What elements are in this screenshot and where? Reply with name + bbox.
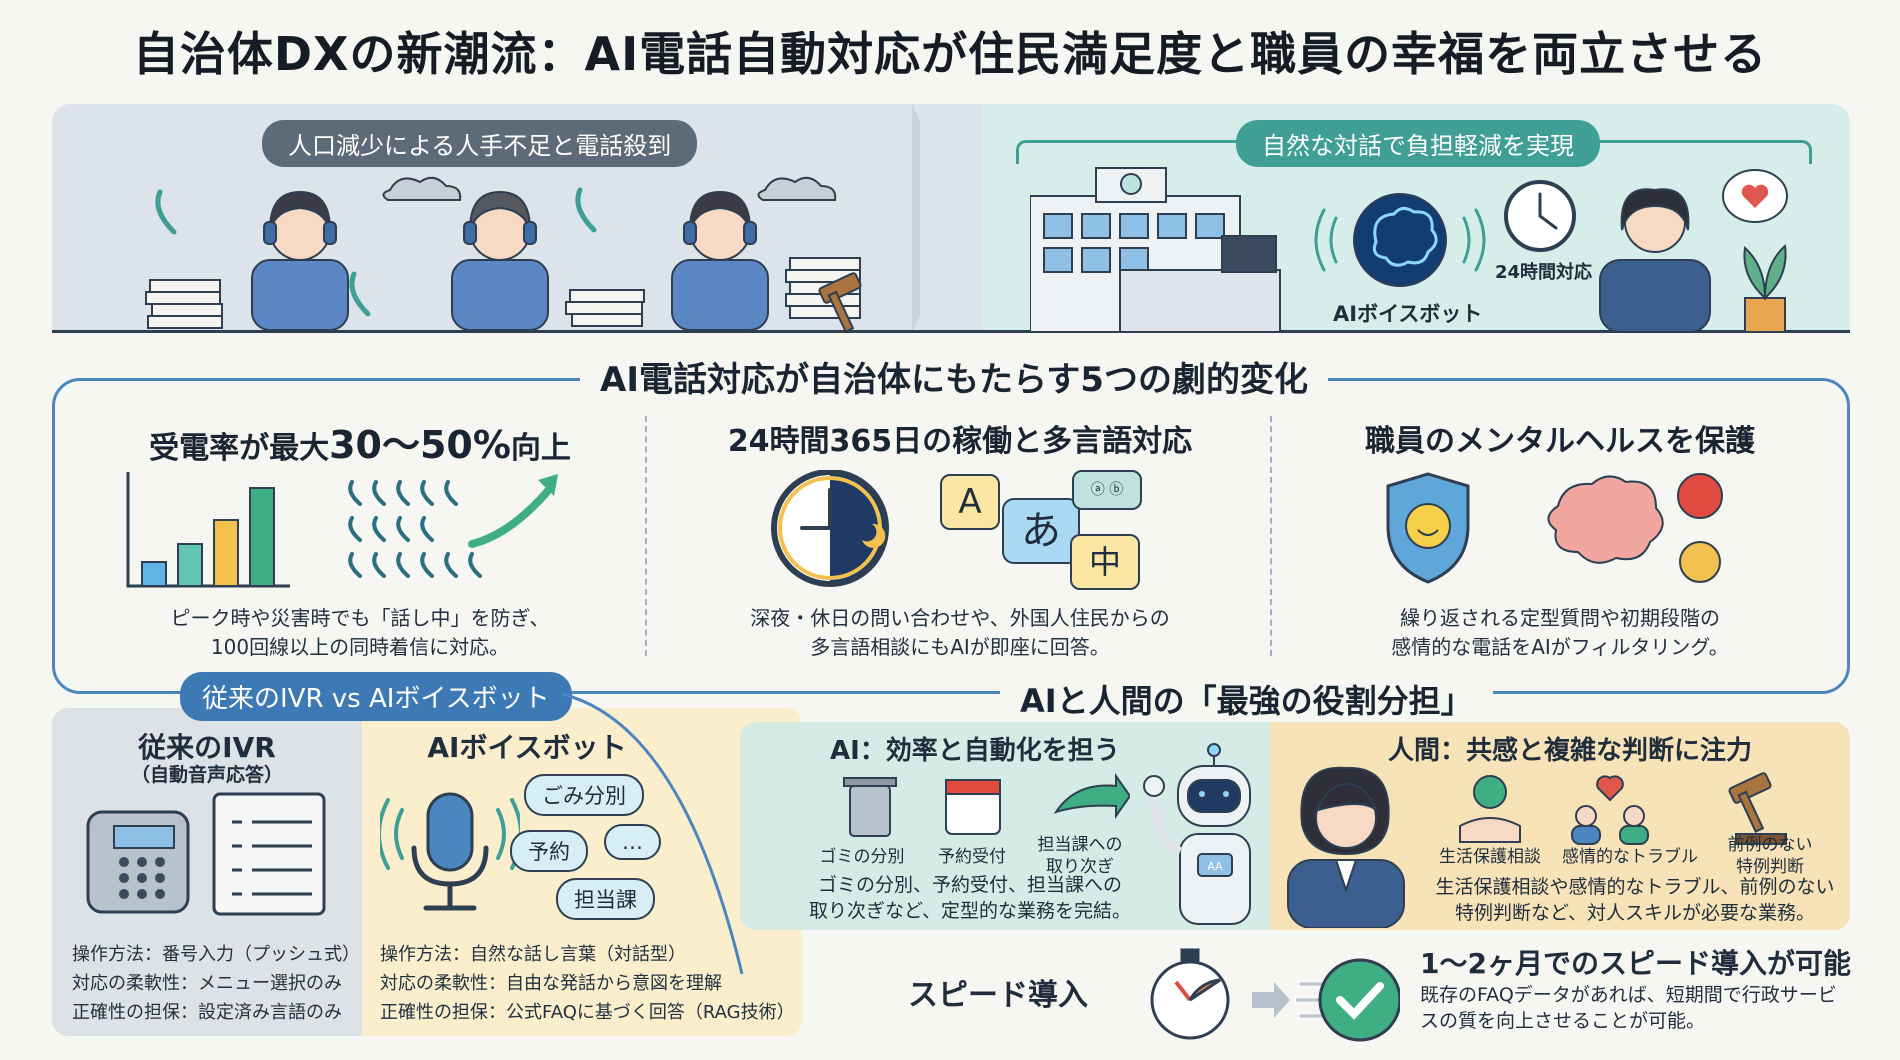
hours-caption: 24時間対応: [1495, 262, 1593, 283]
voicebot-attributes: 操作方法：自然な話し言葉（対話型） 対応の柔軟性：自由な発話から意図を理解 正確…: [380, 940, 795, 1027]
bubble-ellipsis: …: [604, 824, 661, 860]
answer-rate-value: 30～50%: [329, 423, 511, 467]
mental-health-desc-2: 感情的な電話をAIがフィルタリング。: [1391, 635, 1729, 659]
bar-1: [141, 561, 167, 587]
page-title: 自治体DXの新潮流：AI電話自動対応が住民満足度と職員の幸福を両立させる: [132, 27, 1768, 81]
clock-icon: [771, 470, 889, 587]
answer-rate-desc-1: ピーク時や災害時でも「話し中」を防ぎ、: [170, 606, 550, 630]
phone-icons: [348, 480, 482, 578]
menu-list-icon: [212, 792, 326, 916]
bubble-department: 担当課: [556, 878, 655, 920]
human-task-icons: [1459, 772, 1787, 845]
banner-arrow: [920, 104, 976, 332]
ai-task-icons: [843, 772, 1130, 837]
speed-label: スピード導入: [908, 978, 1088, 1013]
human-task-exception-2: 特例判断: [1736, 857, 1804, 877]
ivr-attributes: 操作方法：番号入力（プッシュ式） 対応の柔軟性：メニュー選択のみ 正確性の担保：…: [72, 940, 360, 1027]
robot-badge: AA: [1207, 860, 1223, 873]
ai-task-transfer-1: 担当課への: [1037, 835, 1123, 855]
transfer-arrow-icon: [1053, 772, 1130, 820]
24h-desc-2: 多言語相談にもAIが即座に回答。: [810, 635, 1110, 659]
shield-brain-graphic: [1386, 472, 1723, 584]
human-task-trouble: 感情的なトラブル: [1562, 847, 1698, 867]
human-role-desc-1: 生活保護相談や感情的なトラブル、前例のない: [1435, 876, 1835, 898]
trash-icon: [849, 785, 891, 837]
ai-role-title: AI：効率と自動化を担う: [830, 736, 1120, 766]
bubble-hiragana: あ: [1002, 498, 1080, 564]
upset-face-icon: [1679, 541, 1721, 583]
ivr-attr-operation: 操作方法：番号入力（プッシュ式）: [72, 944, 360, 965]
flow-connector: [561, 692, 744, 975]
change-title-mental-health: 職員のメンタルヘルスを保護: [1365, 424, 1755, 459]
speed-desc-1: 既存のFAQデータがあれば、短期間で行政サービ: [1420, 984, 1837, 1006]
bubble-korean-icon: ⓐ ⓑ: [1072, 470, 1142, 510]
ai-task-reservation: 予約受付: [938, 847, 1006, 867]
speed-icons: [1150, 948, 1400, 1042]
human-role-title: 人間：共感と複雑な判断に注力: [1388, 736, 1753, 766]
ai-task-transfer-2: 取り次ぎ: [1046, 857, 1114, 877]
column-divider-2: [1270, 416, 1272, 656]
human-task-welfare: 生活保護相談: [1439, 847, 1541, 867]
ai-role-desc-2: 取り次ぎなど、定型的な業務を完結。: [808, 900, 1132, 922]
change-title-24h: 24時間365日の稼働と多言語対応: [727, 424, 1193, 459]
stressed-staff-illustration: [145, 176, 862, 330]
human-staff-icon: [1287, 766, 1405, 928]
arrow-right-icon: [1252, 982, 1290, 1018]
solution-label: 自然な対話で負担軽減を実現: [1236, 120, 1600, 167]
bubble-kanji: 中: [1070, 534, 1140, 590]
bot-attr-operation: 操作方法：自然な話し言葉（対話型）: [380, 944, 686, 965]
roles-title: AIと人間の「最強の役割分担」: [1000, 676, 1493, 722]
answer-rate-desc-2: 100回線以上の同時着信に対応。: [210, 635, 510, 659]
mental-health-desc-1: 繰り返される定型質問や初期段階の: [1400, 606, 1720, 630]
ai-role-desc-1: ゴミの分別、予約受付、担当課への: [817, 874, 1122, 896]
heart-icon: [1596, 775, 1624, 802]
human-role-desc-2: 特例判断など、対人スキルが必要な業務。: [1454, 902, 1816, 924]
ai-task-garbage: ゴミの分別: [819, 847, 905, 867]
ivr-subtitle: （自動音声応答）: [130, 764, 283, 786]
voicebot-panel: [362, 708, 802, 1036]
checkmark-icon: [1318, 958, 1400, 1042]
bot-attr-flexibility: 対応の柔軟性：自由な発話から意図を理解: [380, 973, 722, 994]
bubble-reservation: 予約: [510, 830, 588, 872]
angry-face-icon: [1677, 473, 1723, 519]
robot-icon: AA: [1143, 743, 1251, 925]
voicebot-title: AIボイスボット: [427, 731, 627, 764]
compare-title: 従来のIVR vs AIボイスボット: [180, 672, 572, 721]
money-icon: [1473, 775, 1507, 809]
change-title-answer-rate: 受電率が最大30～50%向上: [100, 414, 620, 469]
five-changes-title: AI電話対応が自治体にもたらす5つの劇的変化: [580, 352, 1328, 401]
speed-headline: 1～2ヶ月でのスピード導入が可能: [1420, 947, 1851, 980]
24h-desc-1: 深夜・休日の問い合わせや、外国人住民からの: [750, 606, 1170, 630]
bot-attr-accuracy: 正確性の担保：公式FAQに基づく回答（RAG技術）: [380, 1002, 795, 1023]
human-task-exception-1: 前例のない: [1727, 835, 1813, 855]
problem-label: 人口減少による人手不足と電話殺到: [262, 120, 698, 167]
ivr-phone-menu-illustration: [86, 792, 326, 916]
ai-voicebot-illustration: [1030, 167, 1788, 332]
brain-icon: [1547, 475, 1664, 564]
microphone-icon: [380, 792, 520, 911]
bar-3: [213, 519, 239, 587]
bar-2: [177, 543, 203, 587]
bubble-garbage: ごみ分別: [524, 774, 644, 816]
ai-voicebot-caption: AIボイスボット: [1333, 302, 1483, 326]
answer-rate-suffix: 向上: [510, 431, 571, 466]
ivr-attr-flexibility: 対応の柔軟性：メニュー選択のみ: [72, 973, 342, 994]
answer-rate-prefix: 受電率が最大: [149, 431, 330, 466]
growth-arrow: [468, 482, 556, 548]
answer-rate-graphic: [126, 472, 558, 588]
column-divider-1: [645, 416, 647, 656]
bar-4: [249, 487, 275, 587]
banner-ground-line: [52, 330, 1850, 333]
bubble-a: A: [940, 474, 1000, 530]
speed-desc-2: スの質を向上させることが可能。: [1420, 1010, 1706, 1032]
ivr-attr-accuracy: 正確性の担保：設定済み言語のみ: [72, 1002, 342, 1023]
ivr-title: 従来のIVR: [138, 731, 276, 764]
